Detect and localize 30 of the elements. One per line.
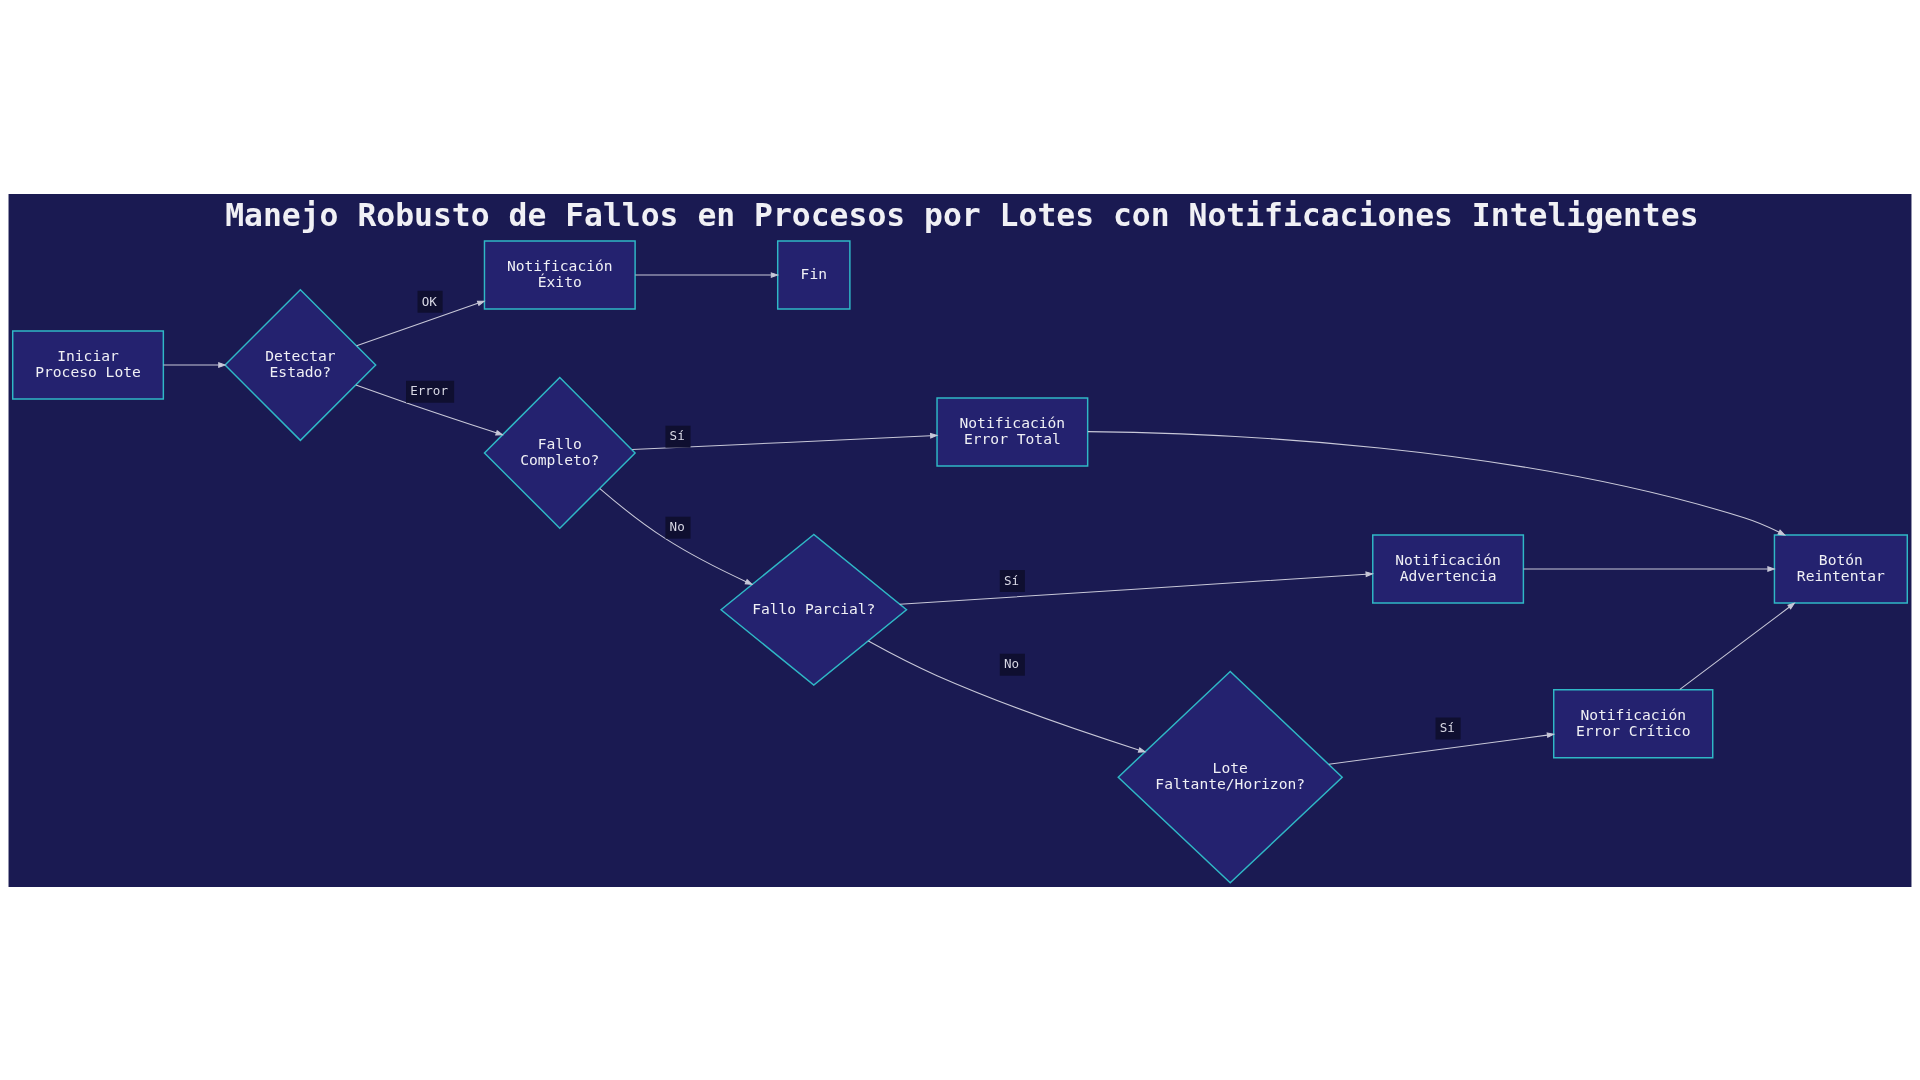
node-box: Notificación Error Crítico [1553,688,1714,759]
arrow [599,487,754,585]
diagram-title: Manejo Robusto de Fallos en Procesos por Lotes con Notificaciones Inteligentes [225,196,1699,233]
node-diamond: Detectar Estado? [224,288,377,441]
node-box: Notificación Error Total [936,396,1089,467]
arrow [1328,731,1556,765]
node-box: Iniciar Proceso Lote [12,329,165,400]
edge-label: OK [421,293,437,309]
node-diamond: Fallo Parcial? [719,533,908,686]
edge-label: Sí [1439,719,1455,735]
node-box: Fin [776,239,851,310]
arrow [356,300,486,346]
arrow [634,271,780,278]
node-diamond: Lote Faltante/Horizon? [1117,670,1344,884]
arrow [1087,430,1787,536]
node-box: Botón Reintentar [1773,533,1908,604]
arrow [1523,565,1776,572]
arrow [1679,601,1796,690]
edge-label: No [1003,655,1020,671]
arrow [355,383,504,435]
edge-label: Sí [669,427,685,443]
arrow [162,361,227,368]
edge-label: Sí [1003,572,1020,588]
node-box: Notificación Éxito [483,239,636,310]
edge-label: No [669,518,685,534]
edge-label: Error [410,382,448,398]
node-box: Notificación Advertencia [1372,533,1525,604]
arrow [867,640,1147,753]
node-diamond: Fallo Completo? [483,376,637,529]
arrow [631,432,939,450]
